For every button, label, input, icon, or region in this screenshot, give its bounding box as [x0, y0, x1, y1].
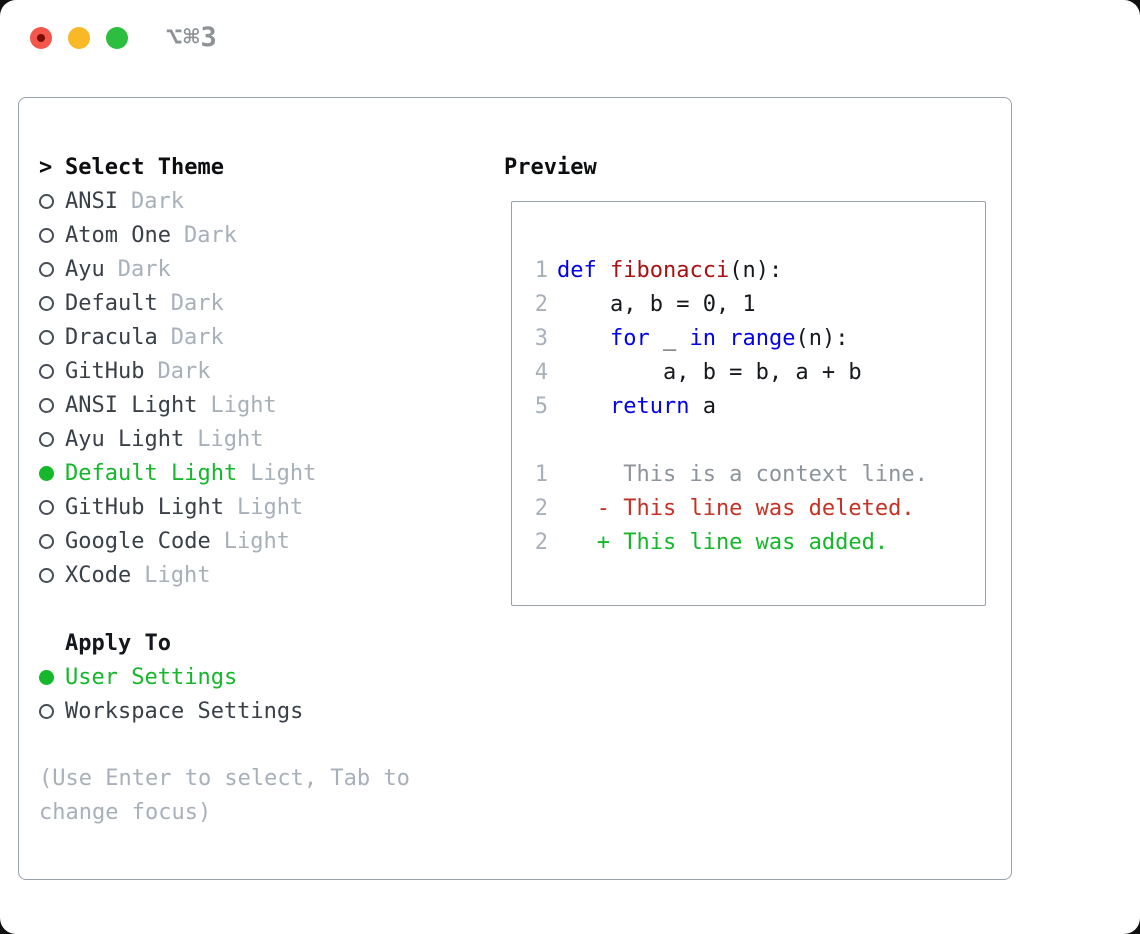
theme-variant-label: Dark — [183, 222, 237, 248]
line-number: 2 — [534, 529, 548, 555]
theme-variant-label: Light — [250, 460, 317, 486]
diff-text: + This line was added. — [557, 529, 889, 555]
theme-item-label: Ayu Light — [65, 426, 185, 452]
code-line: 5 return a — [534, 389, 985, 423]
theme-variant-label: Light — [223, 528, 290, 554]
theme-item-default[interactable]: Default Dark — [39, 286, 489, 320]
code-text: def fibonacci(n): — [557, 257, 783, 283]
radio-icon — [39, 295, 54, 311]
theme-item-dracula[interactable]: Dracula Dark — [39, 320, 489, 354]
close-button[interactable] — [30, 27, 52, 49]
window-shortcut-label: ⌥⌘3 — [166, 22, 218, 53]
theme-item-label: ANSI Light — [65, 392, 198, 418]
theme-item-google-code[interactable]: Google Code Light — [39, 524, 489, 558]
line-number: 5 — [534, 393, 548, 419]
radio-icon — [39, 193, 54, 209]
radio-icon — [39, 533, 54, 549]
apply-to-header: Apply To — [39, 626, 489, 660]
line-number: 2 — [534, 495, 548, 521]
theme-item-ayu[interactable]: Ayu Dark — [39, 252, 489, 286]
theme-item-label: XCode — [65, 562, 132, 588]
theme-item-github-light[interactable]: GitHub Light Light — [39, 490, 489, 524]
radio-icon — [39, 397, 54, 413]
diff-line-context: 1 This is a context line. — [534, 457, 985, 491]
theme-item-label: Atom One — [65, 222, 171, 248]
code-text: a, b = b, a + b — [557, 359, 862, 385]
line-number: 3 — [534, 325, 548, 351]
theme-item-atom-one[interactable]: Atom One Dark — [39, 218, 489, 252]
code-line: 4 a, b = b, a + b — [534, 355, 985, 389]
theme-item-label: GitHub Light — [65, 494, 224, 520]
help-text: (Use Enter to select, Tab to change focu… — [39, 766, 410, 825]
theme-item-default-light[interactable]: Default Light Light — [39, 456, 489, 490]
theme-variant-label: Dark — [170, 290, 224, 316]
theme-item-ansi[interactable]: ANSI Dark — [39, 184, 489, 218]
code-text: return a — [609, 393, 716, 419]
line-number: 1 — [534, 257, 548, 283]
theme-variant-label: Dark — [130, 188, 184, 214]
minimize-button[interactable] — [68, 27, 90, 49]
radio-selected-icon — [39, 465, 54, 481]
radio-icon — [39, 363, 54, 379]
theme-item-label: Ayu — [65, 256, 105, 282]
apply-to-title: Apply To — [65, 630, 171, 656]
radio-selected-icon — [39, 669, 54, 685]
apply-option-workspace-settings[interactable]: Workspace Settings — [39, 694, 489, 728]
zoom-button[interactable] — [106, 27, 128, 49]
theme-item-label: Google Code — [65, 528, 211, 554]
theme-variant-label: Light — [236, 494, 304, 520]
diff-line-added: 2 + This line was added. — [534, 525, 985, 559]
theme-item-label: Default Light — [65, 460, 238, 486]
theme-variant-label: Light — [210, 392, 277, 418]
radio-icon — [39, 329, 54, 345]
theme-variant-label: Light — [144, 562, 211, 588]
theme-item-github[interactable]: GitHub Dark — [39, 354, 489, 388]
code-text: a, b = 0, 1 — [557, 291, 756, 317]
theme-variant-label: Dark — [117, 256, 171, 282]
diff-sample: 1 This is a context line.2 - This line w… — [534, 457, 985, 559]
select-theme-header: > Select Theme — [39, 150, 489, 184]
code-text: for _ in range(n): — [609, 325, 849, 351]
theme-item-ayu-light[interactable]: Ayu Light Light — [39, 422, 489, 456]
code-line: 1 def fibonacci(n): — [534, 253, 985, 287]
theme-variant-label: Dark — [170, 324, 224, 350]
apply-option-label: Workspace Settings — [65, 698, 304, 724]
theme-item-label: Dracula — [65, 324, 158, 350]
line-number: 1 — [534, 461, 548, 487]
line-number: 4 — [534, 359, 548, 385]
theme-variant-label: Dark — [157, 358, 211, 384]
theme-item-ansi-light[interactable]: ANSI Light Light — [39, 388, 489, 422]
radio-icon — [39, 261, 54, 277]
theme-variant-label: Light — [197, 426, 264, 452]
theme-item-label: Default — [65, 290, 158, 316]
radio-icon — [39, 431, 54, 447]
diff-text: - This line was deleted. — [557, 495, 915, 521]
radio-icon — [39, 227, 54, 243]
theme-item-label: GitHub — [65, 358, 145, 384]
select-theme-title: Select Theme — [65, 154, 224, 180]
theme-item-label: ANSI — [65, 188, 118, 214]
line-number: 2 — [534, 291, 548, 317]
code-line: 3 for _ in range(n): — [534, 321, 985, 355]
radio-icon — [39, 567, 54, 583]
code-line: 2 a, b = 0, 1 — [534, 287, 985, 321]
diff-line-deleted: 2 - This line was deleted. — [534, 491, 985, 525]
apply-option-user-settings[interactable]: User Settings — [39, 660, 489, 694]
theme-item-xcode[interactable]: XCode Light — [39, 558, 489, 592]
preview-title: Preview — [504, 154, 597, 180]
radio-icon — [39, 703, 54, 719]
diff-text: This is a context line. — [557, 461, 928, 487]
apply-option-label: User Settings — [65, 664, 238, 690]
radio-icon — [39, 499, 54, 515]
titlebar: ⌥⌘3 — [0, 0, 1140, 76]
prompt-caret-icon: > — [39, 154, 53, 180]
